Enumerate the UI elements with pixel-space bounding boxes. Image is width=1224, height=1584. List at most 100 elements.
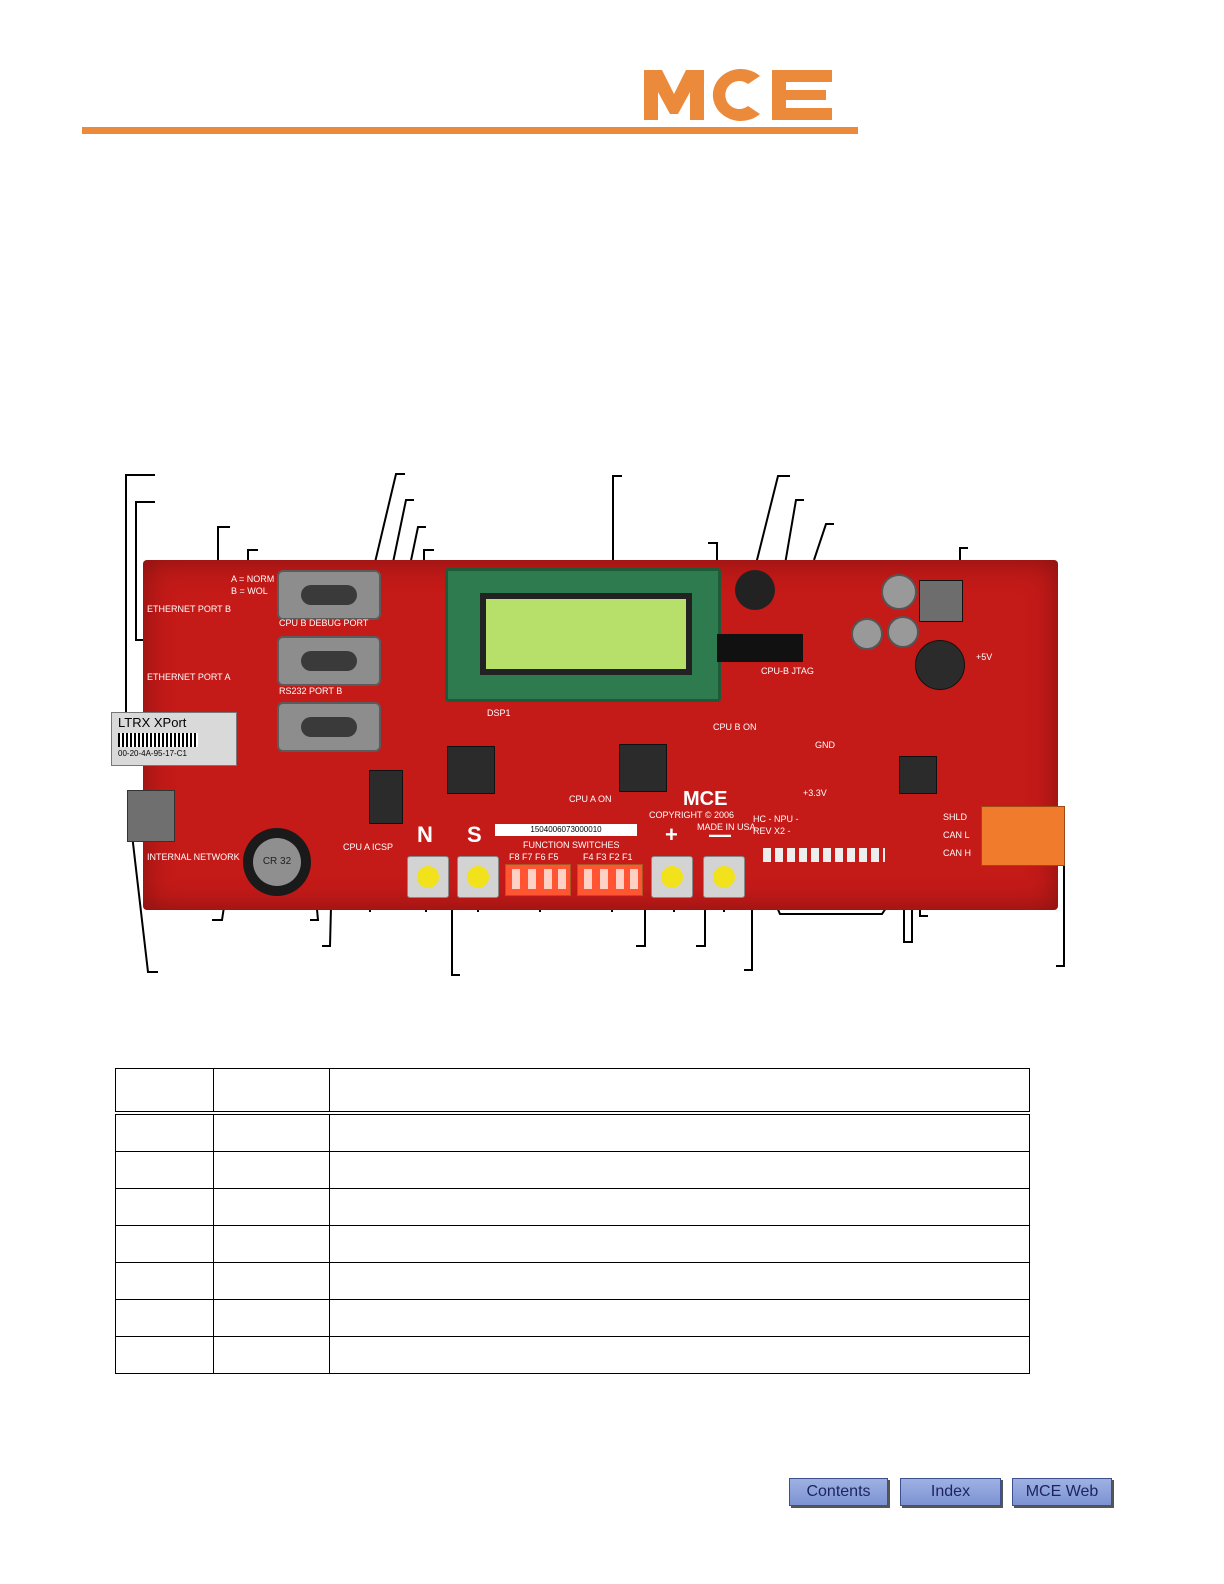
push-button-s[interactable] xyxy=(457,856,499,898)
table-row xyxy=(115,1225,1030,1263)
table-cell xyxy=(329,1262,1030,1300)
table-cell xyxy=(329,1225,1030,1263)
din-connector-j2 xyxy=(735,570,775,610)
function-switches-left-label: F8 F7 F6 F5 xyxy=(509,852,559,862)
serial-connector-j6 xyxy=(277,570,381,620)
battery-label: CR 32 xyxy=(253,838,301,886)
table-cell xyxy=(115,1112,214,1152)
table-header-cell xyxy=(329,1068,1030,1114)
table-cell xyxy=(329,1112,1030,1152)
cpu-b-jtag-label: CPU-B JTAG xyxy=(761,666,814,676)
board-figure: DSP1 CPU B DEBUG PORT RS232 PORT B A = N… xyxy=(111,473,1065,976)
dip-switch-sw3[interactable] xyxy=(577,864,643,896)
table-cell xyxy=(115,1188,214,1226)
cpu-a-on-led-label: CPU A ON xyxy=(569,794,612,804)
table-row xyxy=(115,1336,1030,1374)
status-led-row xyxy=(763,848,885,862)
cpu-b-chip xyxy=(619,744,667,792)
table-cell xyxy=(115,1225,214,1263)
ic-u1 xyxy=(369,770,403,824)
regulator-v1 xyxy=(919,580,963,622)
copyright-label: COPYRIGHT © 2006 xyxy=(649,810,734,820)
table-cell xyxy=(213,1188,330,1226)
mce-web-button[interactable]: MCE Web xyxy=(1012,1478,1112,1506)
push-button-plus[interactable] xyxy=(651,856,693,898)
table-cell xyxy=(115,1299,214,1337)
xport-label: LTRX XPort xyxy=(118,715,187,730)
mce-logo xyxy=(640,64,836,124)
xport-mac: 00-20-4A-95-17-C1 xyxy=(118,749,187,758)
table-header-cell xyxy=(115,1068,214,1114)
table-cell xyxy=(329,1188,1030,1226)
gnd-test-point: GND xyxy=(815,740,835,750)
capacitor xyxy=(881,574,917,610)
table-row xyxy=(115,1262,1030,1300)
key-s-label: S xyxy=(467,822,482,847)
spec-table xyxy=(115,1068,1030,1374)
table-cell xyxy=(213,1112,330,1152)
table-cell xyxy=(329,1336,1030,1374)
cpu-b-on-led-label: CPU B ON xyxy=(713,722,757,732)
table-row xyxy=(115,1299,1030,1337)
lcd-display xyxy=(445,568,721,702)
cpu-b-debug-label: CPU B DEBUG PORT xyxy=(279,618,369,628)
table-cell xyxy=(115,1336,214,1374)
plus-3-3v-test-point: +3.3V xyxy=(803,788,827,798)
table-cell xyxy=(213,1151,330,1189)
dsp1-label: DSP1 xyxy=(487,708,511,718)
ic-u4 xyxy=(899,756,937,794)
ethernet-port-b-label: ETHERNET PORT B xyxy=(147,604,232,614)
dip-switch-sw2[interactable] xyxy=(505,864,571,896)
index-button[interactable]: Index xyxy=(900,1478,1001,1506)
can-shld-label: SHLD xyxy=(943,812,968,822)
wol-label: B = WOL xyxy=(231,586,268,596)
table-cell xyxy=(213,1262,330,1300)
serial-connector-j7 xyxy=(277,636,381,686)
can-h-label: CAN H xyxy=(943,848,972,858)
norm-label: A = NORM xyxy=(231,574,275,584)
header-rule xyxy=(82,127,858,134)
function-switches-right-label: F4 F3 F2 F1 xyxy=(583,852,633,862)
table-cell xyxy=(213,1336,330,1374)
key-plus-label: + xyxy=(665,822,678,847)
npu-circuit-board: DSP1 CPU B DEBUG PORT RS232 PORT B A = N… xyxy=(111,560,1065,910)
rev-label: REV X2 - xyxy=(753,826,791,836)
jtag-header xyxy=(717,634,803,662)
key-n-label: N xyxy=(417,822,433,847)
table-cell xyxy=(213,1225,330,1263)
table-header-cell xyxy=(213,1068,330,1114)
table-cell xyxy=(329,1151,1030,1189)
function-switches-label: FUNCTION SWITCHES xyxy=(523,840,620,850)
lcd-screen xyxy=(480,593,692,675)
contents-button[interactable]: Contents xyxy=(789,1478,888,1506)
cpu-a-icsp-label: CPU A ICSP xyxy=(343,842,394,852)
xport-module: LTRX XPort 00-20-4A-95-17-C1 xyxy=(111,712,237,766)
backup-battery: CR 32 xyxy=(243,828,311,896)
capacitor xyxy=(851,618,883,650)
table-row xyxy=(115,1188,1030,1226)
table-cell xyxy=(115,1151,214,1189)
push-button-n[interactable] xyxy=(407,856,449,898)
can-connector-j4 xyxy=(981,806,1065,866)
rs232-port-b-label: RS232 PORT B xyxy=(279,686,343,696)
cpu-a-chip xyxy=(447,746,495,794)
table-cell xyxy=(115,1262,214,1300)
push-button-minus[interactable] xyxy=(703,856,745,898)
can-l-label: CAN L xyxy=(943,830,970,840)
inductor xyxy=(915,640,965,690)
hc-npu-label: HC - NPU - xyxy=(753,814,799,824)
table-row xyxy=(115,1112,1030,1152)
serial-connector-j1 xyxy=(277,702,381,752)
xport-barcode xyxy=(118,733,198,747)
table-header-row xyxy=(115,1068,1030,1114)
capacitor xyxy=(887,616,919,648)
table-cell xyxy=(329,1299,1030,1337)
key-minus-label: — xyxy=(709,822,731,847)
board-mce-logo: MCE xyxy=(683,788,728,810)
plus-5v-test-point: +5V xyxy=(976,652,993,662)
serial-number: 1504006073000010 xyxy=(495,824,637,836)
rj45-jack xyxy=(127,790,175,842)
table-cell xyxy=(213,1299,330,1337)
table-row xyxy=(115,1151,1030,1189)
made-in-label: MADE IN USA xyxy=(697,822,756,832)
